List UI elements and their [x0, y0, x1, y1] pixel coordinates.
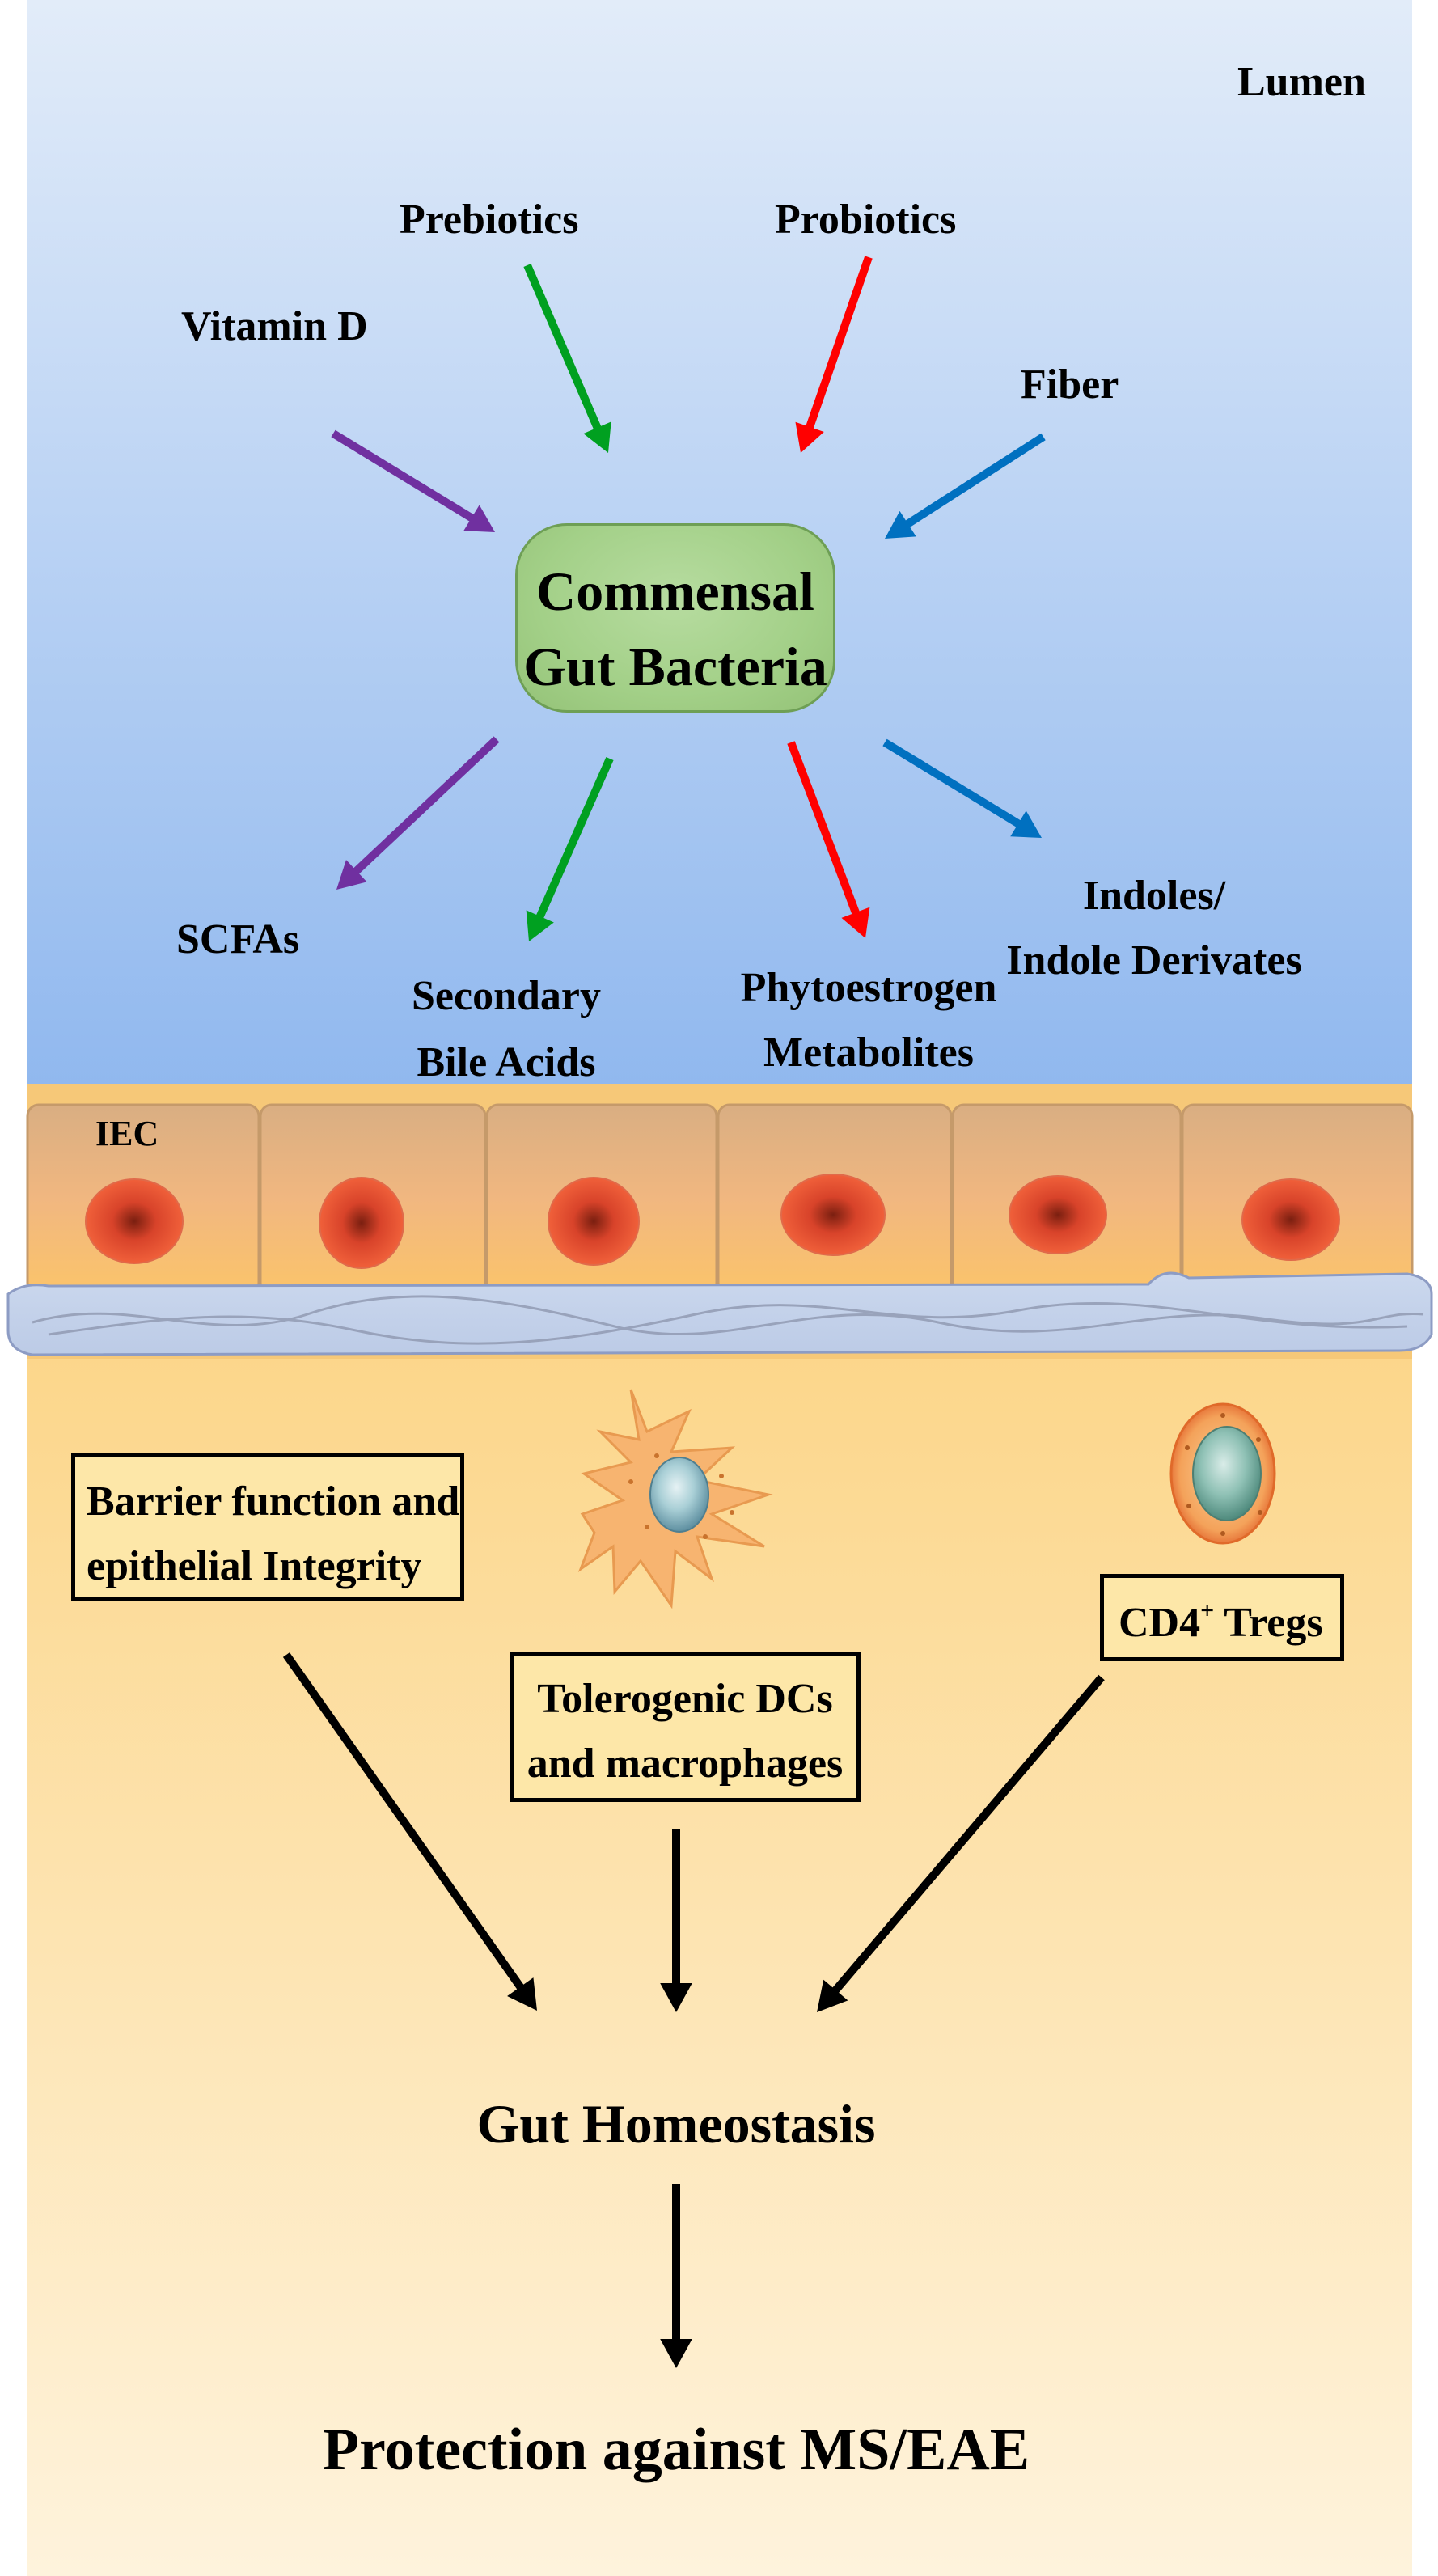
tregs-label: CD4+ Tregs	[1119, 1599, 1323, 1646]
barrier-line1: Barrier function and	[87, 1478, 460, 1525]
arrow-probiotics-to-bacteria-shaft	[805, 256, 873, 430]
barrier-line2: epithelial Integrity	[87, 1543, 422, 1589]
arrow-tregs-to-homeostasis	[817, 1674, 1105, 2012]
arrow-bacteria-to-scfas	[336, 736, 500, 890]
arrow-prebiotics-to-bacteria	[523, 264, 611, 453]
arrow-bacteria-to-indoles	[882, 738, 1042, 838]
label-secondary-line2: Bile Acids	[417, 1039, 596, 1085]
arrow-homeostasis-to-protection-head	[660, 2339, 692, 2368]
center-node-line1: Commensal	[536, 560, 814, 622]
gut-homeostasis-label: Gut Homeostasis	[476, 2093, 876, 2155]
arrow-homeostasis-to-protection	[660, 2184, 692, 2368]
arrow-tregs-to-homeostasis-shaft	[831, 1674, 1105, 1994]
arrow-tolerogenic-to-homeostasis-head	[660, 1983, 692, 2012]
cell-nucleus	[319, 1177, 404, 1269]
label-indoles-line1: Indoles/	[1082, 873, 1226, 919]
label-secondary-line1: Secondary	[412, 973, 601, 1019]
label-prebiotics: Prebiotics	[400, 197, 579, 243]
cell-nucleus	[780, 1174, 886, 1256]
label-phytoestrogen-line2: Metabolites	[763, 1030, 974, 1076]
cell-nucleus	[548, 1177, 640, 1266]
arrow-fiber-to-bacteria-head	[885, 510, 916, 539]
membrane-fibers	[32, 1295, 1424, 1345]
arrow-prebiotics-to-bacteria-shaft	[523, 264, 602, 431]
lumen-label: Lumen	[1237, 59, 1366, 105]
barrier-function-box: Barrier function and epithelial Integrit…	[71, 1453, 464, 1601]
arrow-prebiotics-to-bacteria-head	[583, 421, 611, 453]
tolerogenic-line1: Tolerogenic DCs	[537, 1676, 833, 1722]
dendritic-cell-illustration	[577, 1389, 773, 1609]
label-indoles-line2: Indole Derivates	[1006, 937, 1302, 983]
arrow-barrier-to-homeostasis-head	[507, 1977, 537, 2011]
epithelial-cell-layer	[26, 1103, 1414, 1296]
label-scfas: SCFAs	[176, 916, 300, 962]
arrow-bacteria-to-phytoestrogen	[787, 741, 870, 938]
cell-nucleus	[85, 1178, 184, 1264]
tregs-superscript: +	[1200, 1597, 1215, 1624]
arrow-tolerogenic-to-homeostasis	[660, 1829, 692, 2012]
iec-label: IEC	[95, 1114, 159, 1153]
arrow-layer	[282, 256, 1105, 2368]
tolerogenic-box: Tolerogenic DCs and macrophages	[510, 1652, 861, 1802]
label-probiotics: Probiotics	[775, 197, 957, 243]
cell-nucleus	[1241, 1178, 1340, 1261]
label-phytoestrogen-line1: Phytoestrogen	[740, 965, 997, 1011]
treg-cell-illustration	[1169, 1402, 1276, 1545]
cell-nucleus	[1009, 1175, 1107, 1254]
arrow-bacteria-to-bile-acids-head	[526, 910, 554, 941]
arrow-probiotics-to-bacteria-head	[795, 421, 824, 453]
arrow-vitamin-d-to-bacteria	[331, 429, 495, 532]
arrow-bacteria-to-phytoestrogen-shaft	[787, 741, 861, 916]
tregs-base: CD4	[1119, 1600, 1201, 1646]
label-vitamin-d: Vitamin D	[181, 303, 368, 349]
basement-membrane	[6, 1271, 1433, 1356]
arrow-barrier-to-homeostasis	[282, 1652, 537, 2011]
arrow-bacteria-to-bile-acids-shaft	[535, 756, 614, 920]
center-node-line2: Gut Bacteria	[523, 636, 827, 697]
arrow-bacteria-to-indoles-shaft	[882, 738, 1022, 828]
tolerogenic-line2: and macrophages	[527, 1741, 844, 1787]
label-fiber: Fiber	[1021, 362, 1119, 408]
arrow-barrier-to-homeostasis-shaft	[282, 1652, 525, 1991]
tregs-box: CD4+ Tregs	[1100, 1574, 1344, 1661]
arrow-bacteria-to-scfas-shaft	[352, 736, 500, 875]
protection-label: Protection against MS/EAE	[322, 2417, 1030, 2483]
arrow-tregs-to-homeostasis-head	[817, 1979, 848, 2012]
tregs-rest: Tregs	[1214, 1600, 1323, 1646]
arrow-probiotics-to-bacteria	[795, 256, 873, 453]
arrow-fiber-to-bacteria-shaft	[904, 433, 1046, 528]
cell-nuclei	[85, 1174, 1340, 1269]
arrow-bacteria-to-phytoestrogen-head	[841, 907, 870, 938]
arrow-bacteria-to-scfas-head	[336, 860, 367, 890]
arrow-vitamin-d-to-bacteria-head	[463, 505, 495, 532]
arrow-vitamin-d-to-bacteria-shaft	[331, 429, 476, 522]
arrow-bacteria-to-bile-acids	[526, 756, 614, 941]
arrow-bacteria-to-indoles-head	[1010, 810, 1042, 838]
arrow-fiber-to-bacteria	[885, 433, 1046, 539]
commensal-gut-bacteria-node	[515, 523, 835, 713]
